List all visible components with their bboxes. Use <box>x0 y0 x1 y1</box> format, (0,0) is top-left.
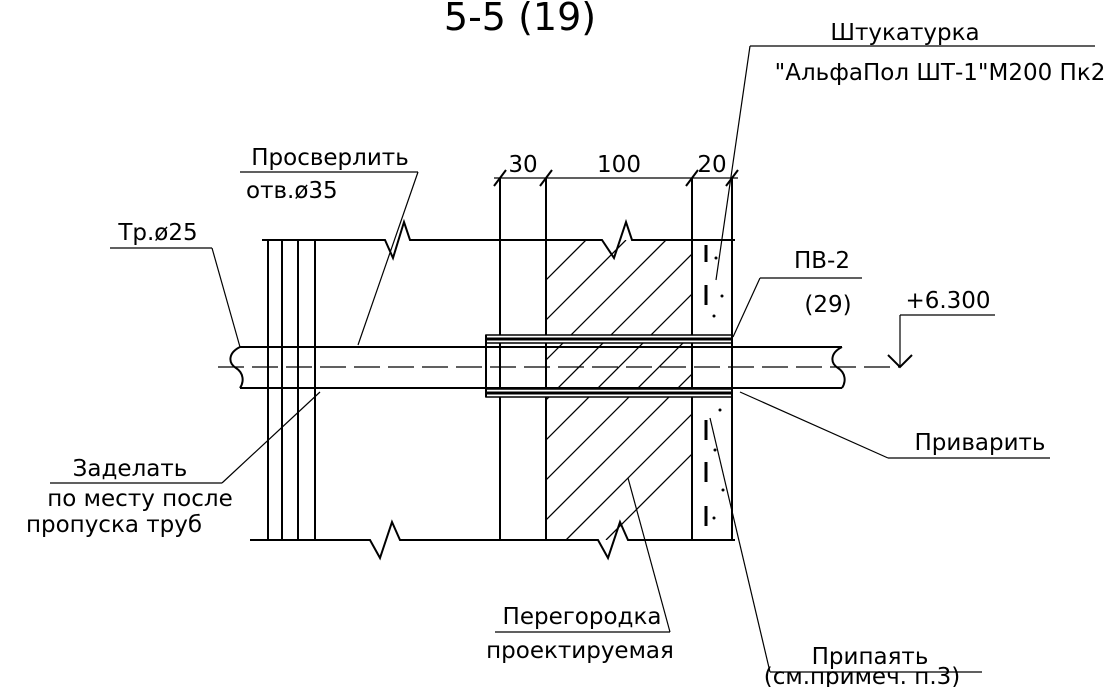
partition-note-label: проектируемая <box>486 638 674 664</box>
elevation-mark <box>887 314 995 369</box>
elevation-label: +6.300 <box>905 288 990 314</box>
plaster-leader <box>715 45 1095 281</box>
dimension-chain <box>493 169 739 187</box>
seal-leader <box>50 391 321 484</box>
sleeve-label: ПВ-2 <box>794 248 850 274</box>
solder-leader <box>709 417 982 673</box>
left-wall-lines <box>267 178 501 540</box>
partition-leader <box>495 477 671 633</box>
seal-note-line1: по месту после <box>47 486 233 512</box>
bottom-break-line <box>250 519 735 561</box>
seal-note-line2: пропуска труб <box>26 512 202 538</box>
sleeve-ref-label: (29) <box>804 292 851 318</box>
pipe <box>218 346 900 389</box>
sleeve-leader <box>732 277 862 338</box>
drill-label: Просверлить <box>251 145 409 171</box>
top-break-line <box>262 218 735 261</box>
solder-note-label: (см.примеч. п.3) <box>764 664 961 687</box>
plaster-spec-label: "АльфаПол ШТ-1"М200 Пк2 <box>775 60 1106 86</box>
dimension-100: 100 <box>597 152 641 178</box>
dimension-30: 30 <box>508 152 537 178</box>
partition-hatch <box>545 178 693 540</box>
weld-leader <box>739 391 1050 459</box>
drill-leader <box>240 171 419 346</box>
plaster-layer <box>704 178 733 540</box>
weld-label: Приварить <box>915 430 1046 456</box>
partition-label: Перегородка <box>503 604 662 630</box>
plaster-label: Штукатурка <box>830 20 979 46</box>
dimension-20: 20 <box>697 152 726 178</box>
pipe-label: Тр.ø25 <box>117 220 197 246</box>
seal-label: Заделать <box>73 456 188 482</box>
pipe-leader <box>110 247 241 348</box>
drill-size-label: отв.ø35 <box>246 178 338 204</box>
section-title: 5-5 (19) <box>444 0 596 39</box>
solder-label: Припаять <box>812 644 929 670</box>
